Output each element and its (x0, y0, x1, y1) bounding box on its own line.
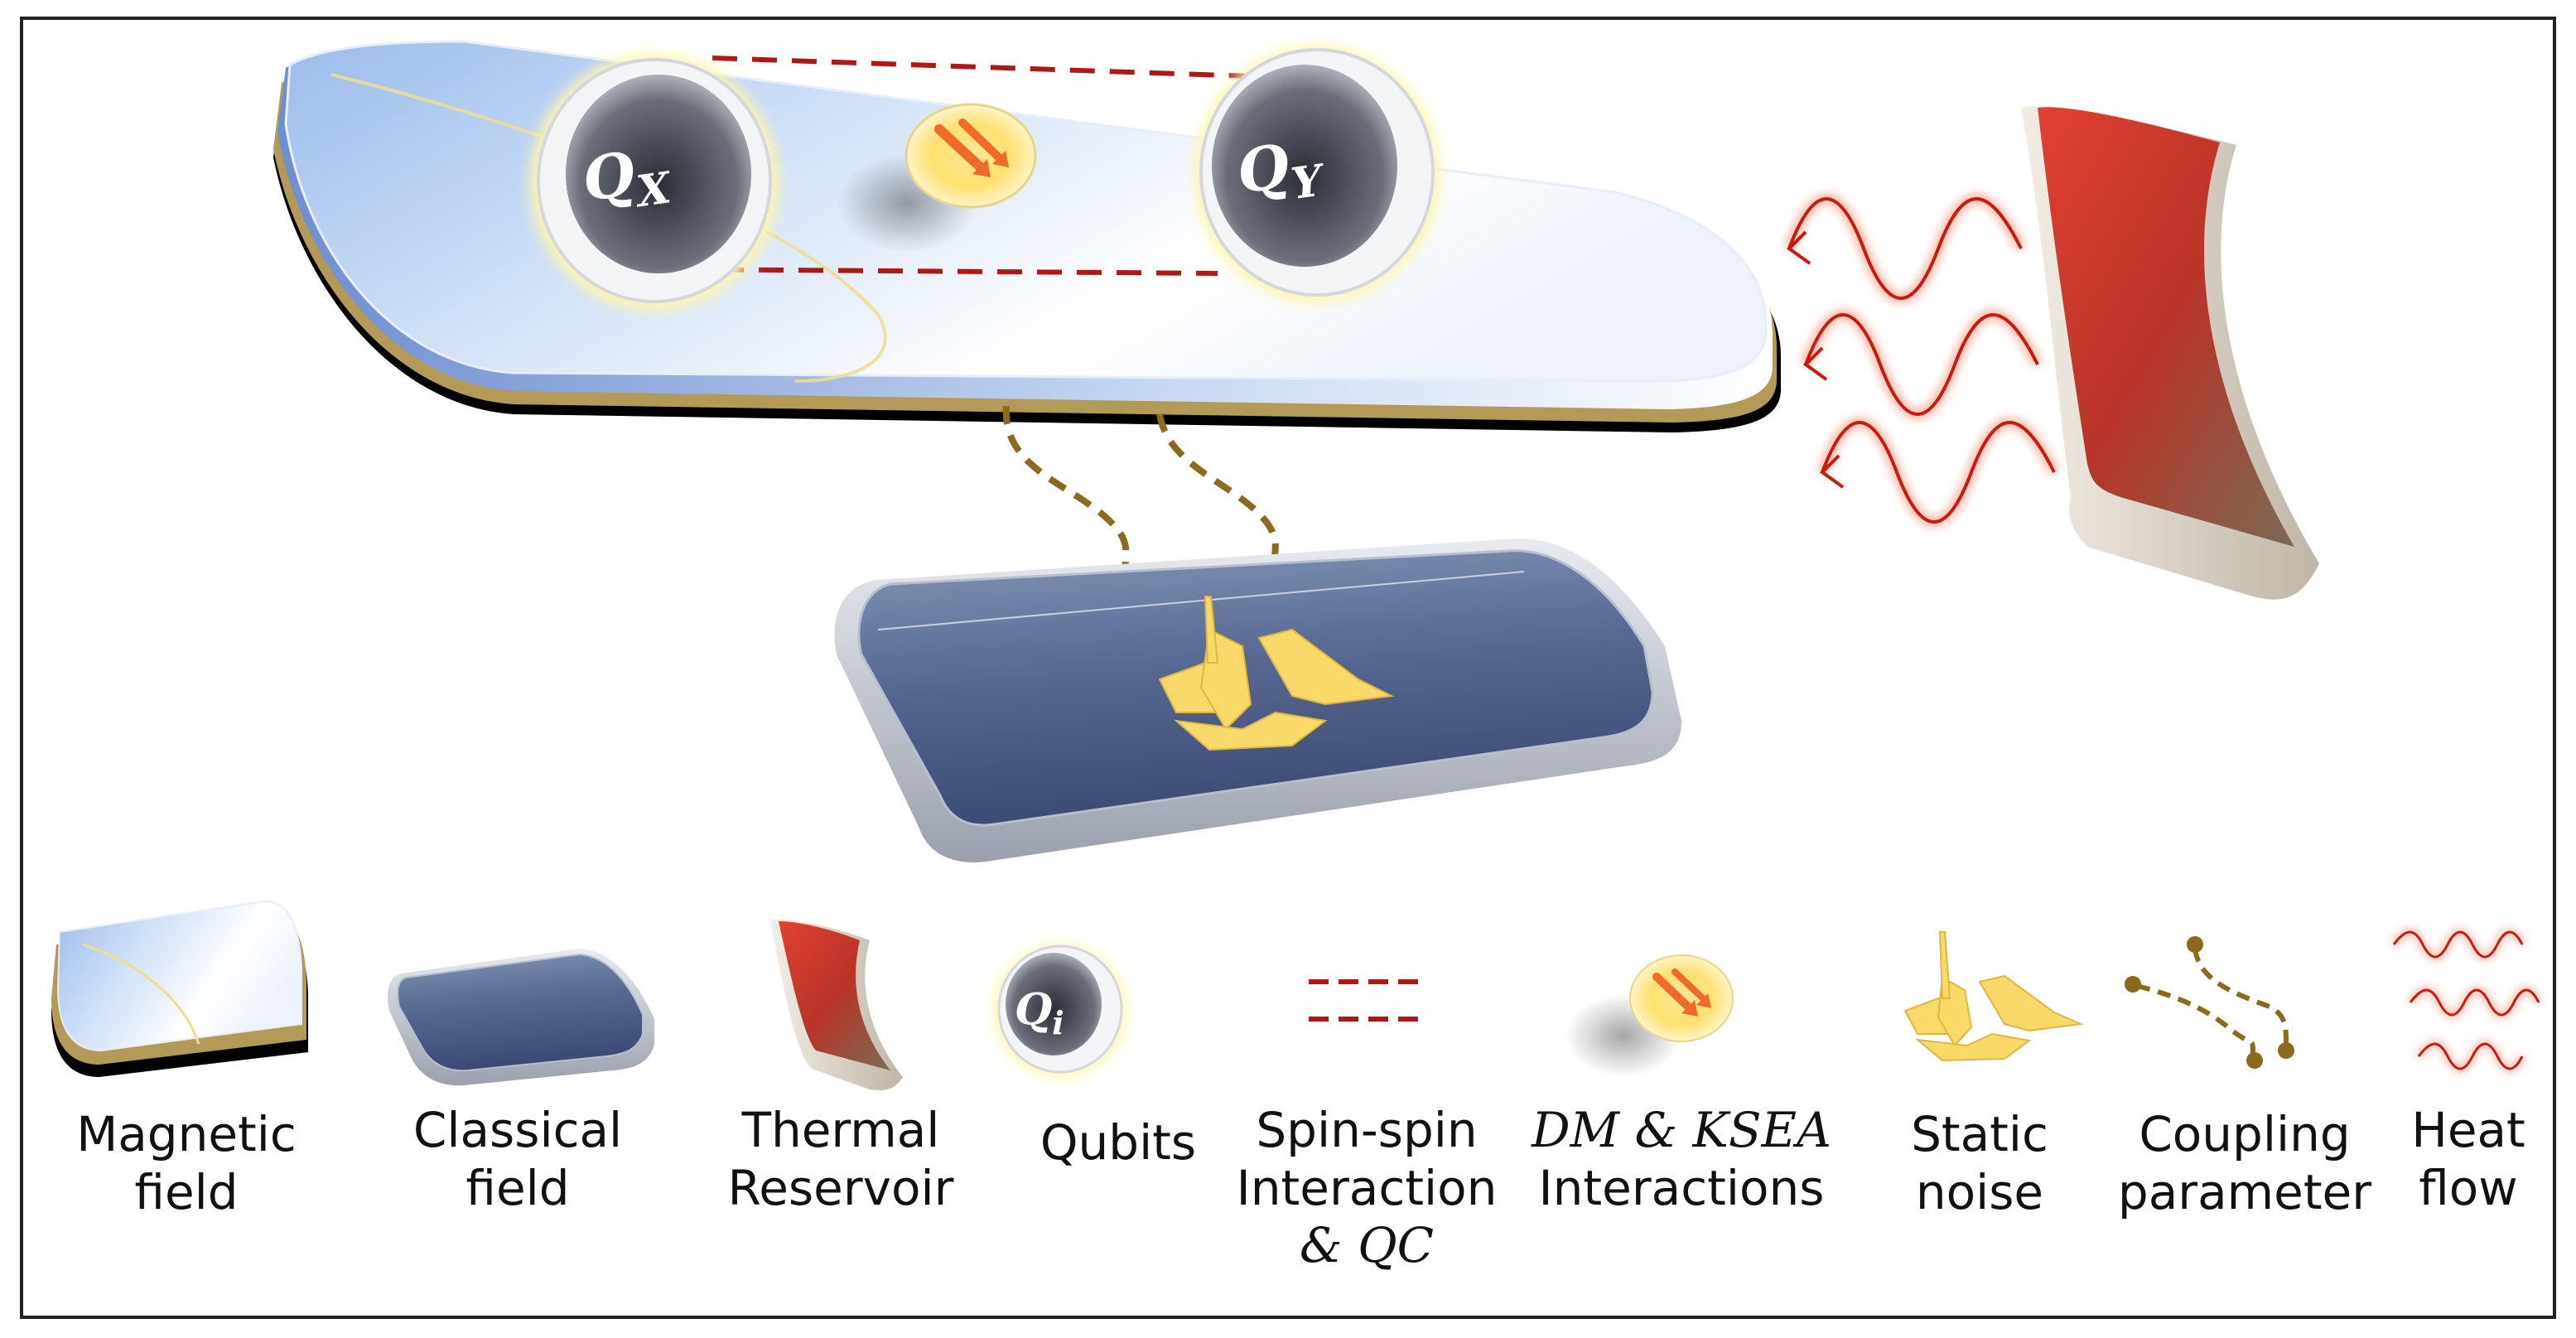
legend-label-thermal-reservoir: Thermal Reservoir (727, 1102, 954, 1216)
legend-heat-flow-icon (2390, 928, 2543, 1073)
qubit-qy: QY (1194, 46, 1440, 302)
legend-label-spin-spin: Spin-spin Interaction & QC (1236, 1102, 1498, 1274)
thermal-reservoir (2021, 106, 2319, 600)
legend-coupling-icon (2125, 936, 2294, 1069)
legend-label-classical-field: Classical field (412, 1102, 623, 1216)
qi-subscript: i (1052, 1004, 1064, 1041)
legend-label-magnetic-field: Magnetic field (76, 1106, 297, 1220)
legend-classical-field-icon (388, 949, 654, 1086)
legend-dm-ksea-icon (1565, 954, 1734, 1077)
static-noise-shape (1158, 596, 1395, 751)
spin-spin-interaction-lines (678, 56, 1252, 276)
legend-qubit-icon: Qi (994, 944, 1126, 1077)
legend-label-coupling-parameter: Coupling parameter (2117, 1106, 2372, 1220)
legend-magnetic-field-icon (51, 900, 308, 1077)
legend-label-heat-flow: Heat flow (2411, 1102, 2525, 1216)
qubit-qx: QX (530, 54, 779, 311)
svg-text:Qi: Qi (1015, 984, 1064, 1041)
legend-spin-spin-icon (1309, 979, 1425, 1022)
legend-static-noise-icon (1903, 931, 2084, 1062)
classical-field-plate (834, 538, 1681, 862)
qi-base: Q (1015, 984, 1052, 1035)
qx-base: Q (578, 138, 639, 215)
legend-label-dm-ksea: DM & KSEA Interactions (1532, 1102, 1831, 1216)
legend-label-static-noise: Static noise (1911, 1106, 2048, 1220)
heat-flow-waves (1783, 193, 2060, 528)
dm-ksea-interaction-marker (837, 103, 1037, 253)
legend-label-qubits: Qubits (1040, 1114, 1197, 1171)
magnetic-field-plate (273, 40, 1781, 432)
legend-thermal-reservoir-icon (770, 919, 903, 1091)
qy-base: Q (1233, 130, 1294, 207)
